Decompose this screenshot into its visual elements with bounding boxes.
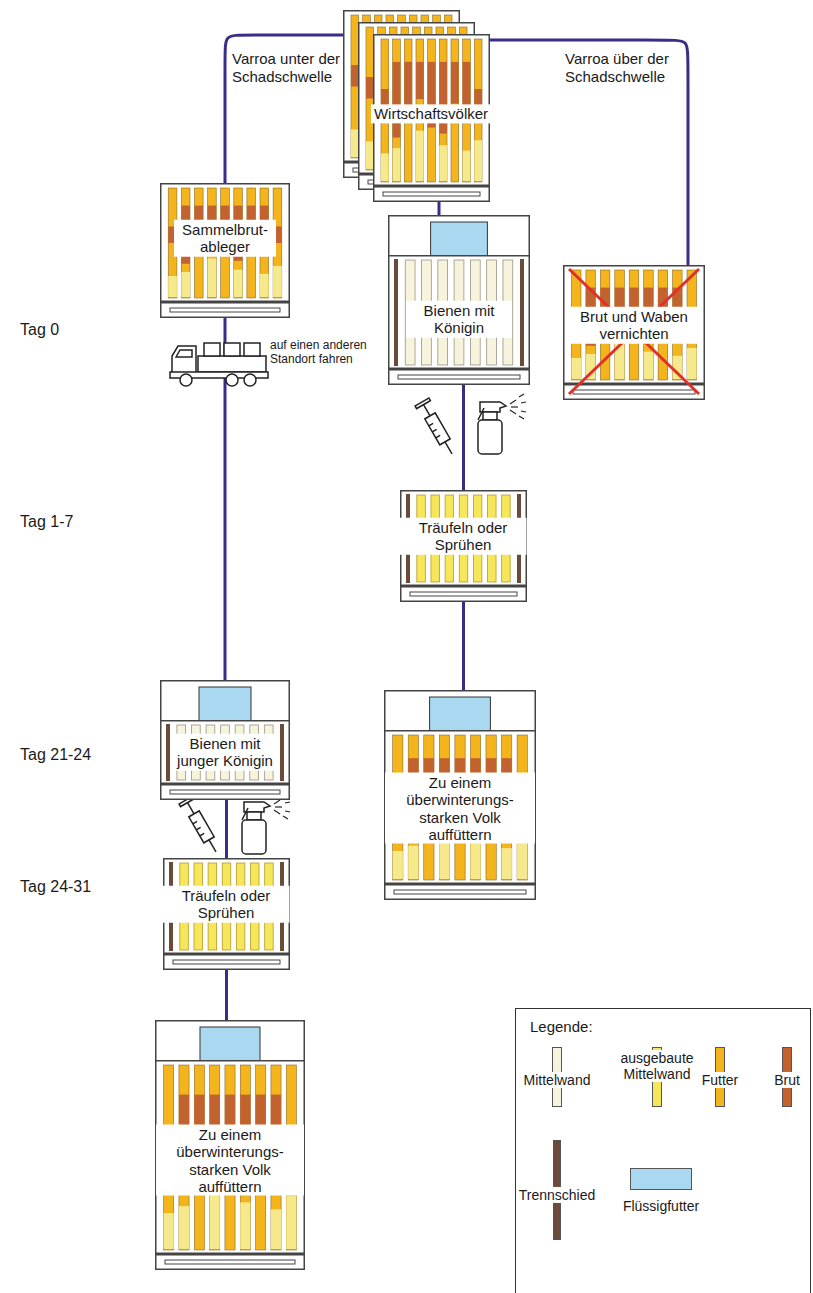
legend-label: Flüssigfutter bbox=[621, 1198, 701, 1214]
hive-label: Bienen mit Königin bbox=[406, 301, 512, 338]
branch-note: Varroa unter der Schadschwelle bbox=[232, 50, 344, 86]
hive-box: Brut und Waben vernichten bbox=[563, 265, 705, 400]
flow-connector bbox=[462, 385, 465, 490]
hive-label: Träufeln oder Sprühen bbox=[163, 886, 290, 923]
legend-label: Trennschied bbox=[517, 1187, 598, 1203]
branch-note: Varroa über der Schadschwelle bbox=[565, 50, 680, 86]
hive-drawing bbox=[161, 184, 290, 318]
hive-box: Zu einem überwinterungs-starken Volk auf… bbox=[384, 690, 536, 900]
hive-label: Sammelbrut-ableger bbox=[174, 220, 276, 257]
branch-note: auf einen anderen Standort fahren bbox=[270, 338, 380, 367]
hive-box: Wirtschaftsvölker bbox=[343, 10, 490, 202]
hive-box: Bienen mit Königin bbox=[388, 215, 530, 385]
hive-label: Bienen mit junger Königin bbox=[172, 734, 278, 771]
day-label: Tag 0 bbox=[20, 320, 59, 339]
hive-label: Träufeln oder Sprühen bbox=[400, 518, 527, 555]
hive-label: Wirtschaftsvölker bbox=[371, 104, 491, 123]
hive-drawing bbox=[156, 1021, 305, 1270]
flow-connector bbox=[225, 35, 343, 183]
hive-label: Brut und Waben vernichten bbox=[565, 307, 703, 344]
hive-label: Zu einem überwinterungs-starken Volk auf… bbox=[385, 773, 535, 844]
hive-box: Träufeln oder Sprühen bbox=[163, 858, 290, 970]
spray-bottle-icon bbox=[242, 794, 290, 854]
hive-drawing bbox=[161, 681, 290, 800]
legend-swatch bbox=[630, 1168, 692, 1190]
legend-label: Mittelwand bbox=[522, 1072, 593, 1088]
day-label: Tag 24-31 bbox=[20, 877, 91, 896]
hive-box: Träufeln oder Sprühen bbox=[400, 490, 527, 602]
hive-box: Bienen mit junger Königin bbox=[160, 680, 290, 800]
hive-drawing bbox=[389, 216, 530, 385]
legend-label: Brut bbox=[772, 1072, 802, 1088]
hive-label: Zu einem überwinterungs-starken Volk auf… bbox=[156, 1125, 304, 1196]
day-label: Tag 1-7 bbox=[20, 512, 73, 531]
legend-title: Legende: bbox=[530, 1018, 593, 1036]
legend-label: Futter bbox=[700, 1072, 741, 1088]
hive-drawing bbox=[564, 266, 705, 400]
flow-connector bbox=[462, 602, 465, 690]
flow-connector bbox=[225, 800, 228, 858]
flow-connector bbox=[225, 970, 228, 1020]
legend-frame bbox=[516, 1009, 811, 1293]
syringe-icon bbox=[415, 398, 459, 458]
syringe-icon bbox=[179, 796, 223, 856]
spray-bottle-icon bbox=[478, 394, 526, 454]
hive-drawing bbox=[385, 691, 536, 900]
legend-label: ausgebaute Mittelwand bbox=[613, 1050, 701, 1082]
flow-connector bbox=[438, 202, 441, 215]
day-label: Tag 21-24 bbox=[20, 745, 91, 764]
hive-box: Sammelbrut-ableger bbox=[160, 183, 290, 318]
hive-box: Zu einem überwinterungs-starken Volk auf… bbox=[155, 1020, 305, 1270]
truck-icon bbox=[170, 343, 268, 386]
